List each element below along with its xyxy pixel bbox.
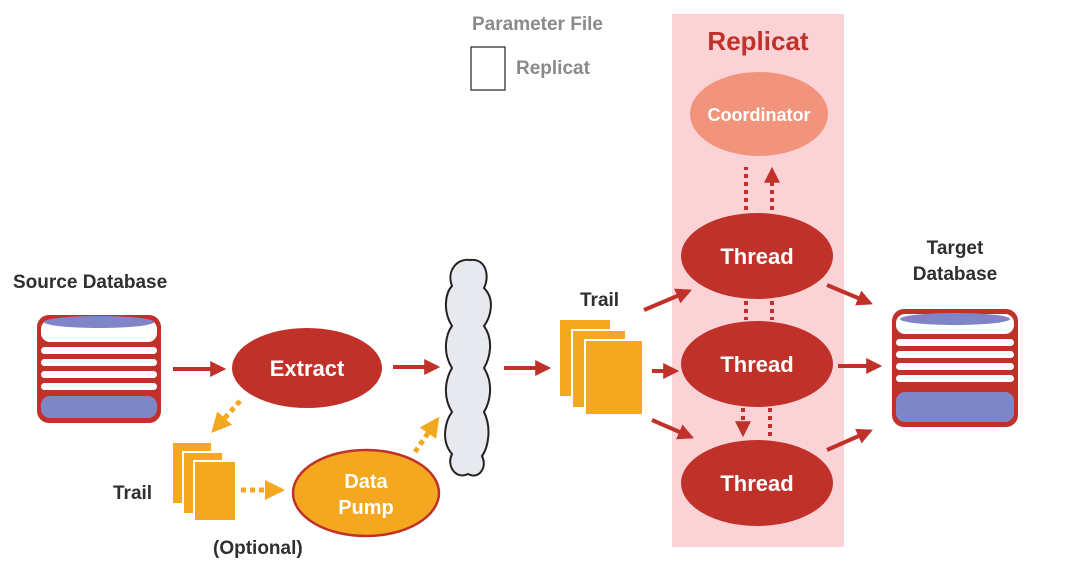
- extract-label: Extract: [270, 356, 345, 381]
- flow-arrows: [173, 283, 883, 452]
- coordinator-node: [690, 72, 828, 156]
- data-pump-label-line1: Data: [344, 471, 388, 493]
- target-database-label-line1: Target: [926, 238, 984, 259]
- source-database-label: Source Database: [13, 272, 168, 293]
- local-trail-icon: [171, 441, 237, 522]
- arrow-trail-to-thread-1: [643, 288, 692, 312]
- thread-coordination-links: [735, 166, 780, 438]
- coordinator-label: Coordinator: [708, 105, 811, 125]
- data-pump-label-line2: Pump: [338, 497, 394, 519]
- remote-trail-label: Trail: [580, 290, 620, 311]
- legend-item-label: Replicat: [516, 58, 590, 79]
- arrow-thread-3-to-target: [826, 428, 873, 452]
- legend-box-icon: [470, 46, 506, 91]
- thread-2-label: Thread: [720, 352, 793, 377]
- network-cloud-icon: [444, 258, 492, 477]
- local-trail-optional-label: (Optional): [213, 538, 303, 559]
- remote-trail-icon: [558, 318, 644, 416]
- replicat-group-title: Replicat: [707, 26, 809, 56]
- thread-node-2: [681, 321, 833, 407]
- thread-node-1: [681, 213, 833, 299]
- source-database-icon: [37, 315, 161, 423]
- target-database-icon: [892, 309, 1018, 427]
- arrow-thread-1-to-target: [826, 283, 873, 306]
- data-pump-node: [291, 448, 441, 538]
- thread-3-label: Thread: [720, 471, 793, 496]
- thread-node-3: [681, 440, 833, 526]
- legend-title: Parameter File: [472, 14, 603, 35]
- extract-node: [232, 328, 382, 408]
- target-database-label-line2: Database: [912, 264, 998, 285]
- arrow-extract-to-local-trail: [211, 399, 242, 433]
- arrow-pump-to-network: [412, 416, 440, 454]
- arrow-trail-to-thread-3: [651, 418, 694, 440]
- optional-path-arrows: [211, 399, 440, 500]
- thread-1-label: Thread: [720, 244, 793, 269]
- local-trail-label: Trail: [113, 483, 153, 504]
